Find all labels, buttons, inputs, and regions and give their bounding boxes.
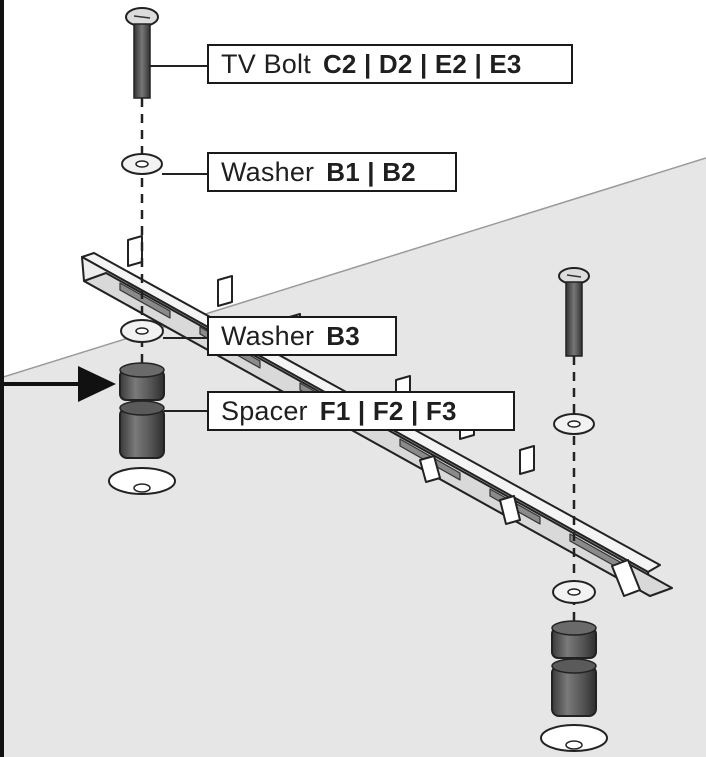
flat-washer-icon (553, 413, 595, 435)
callout-name: Spacer (221, 395, 308, 426)
callout-name: Washer (221, 320, 315, 351)
callout-washer-top: Washer B1 | B2 (207, 152, 457, 192)
callout-leaders (150, 65, 207, 412)
callout-spacer: Spacer F1 | F2 | F3 (207, 391, 515, 431)
callout-part-codes: C2 | D2 | E2 | E3 (322, 48, 522, 79)
callout-part-codes: F1 | F2 | F3 (319, 395, 457, 426)
callout-tv-bolt: TV Bolt C2 | D2 | E2 | E3 (207, 44, 573, 84)
flat-washer-icon (552, 580, 596, 604)
tv-back-edge (0, 157, 706, 379)
flat-washer-icon (121, 153, 163, 175)
cylindrical-spacer-icon (119, 362, 165, 459)
callout-name: Washer (221, 156, 315, 187)
flat-washer-icon (120, 319, 164, 343)
tv-back-surface (0, 158, 706, 757)
mounting-hole-icon (108, 467, 176, 495)
right-arrow-icon (0, 366, 116, 402)
callout-washer-b3: Washer B3 (207, 316, 397, 356)
callout-part-codes: B1 | B2 (326, 156, 416, 187)
screw-bolt-icon (558, 267, 590, 357)
cylindrical-spacer-icon (551, 620, 597, 717)
callout-name: TV Bolt (221, 48, 311, 79)
screw-bolt-icon (125, 7, 159, 99)
mounting-hole-icon (540, 724, 608, 752)
callout-part-codes: B3 (326, 320, 360, 351)
